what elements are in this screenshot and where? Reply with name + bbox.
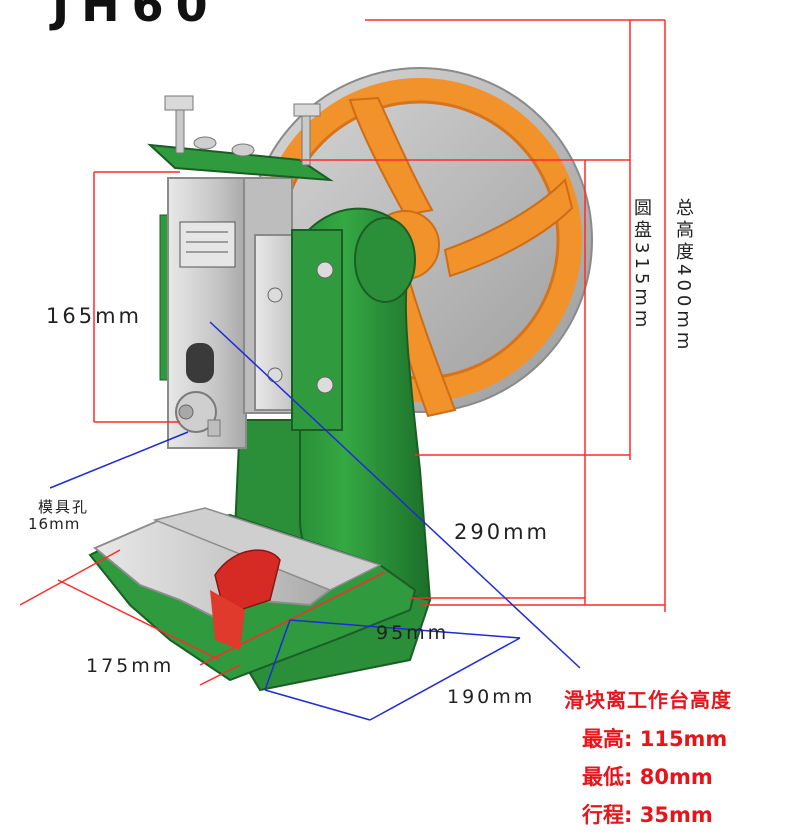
dimension-lines-blue xyxy=(49,321,581,721)
model-title: JH60 xyxy=(52,0,220,32)
dimension-190mm: 190mm xyxy=(447,686,536,708)
punch-press-photo xyxy=(19,19,666,721)
spec-min-label: 最低: xyxy=(582,765,633,789)
mold-hole-label: 模具孔 xyxy=(38,498,90,516)
spec-stroke-value: 35mm xyxy=(639,803,713,827)
spec-max-row: 最高: 115mm xyxy=(582,723,732,753)
dimension-165mm: 165mm xyxy=(46,304,142,328)
machine-base xyxy=(88,507,417,682)
spec-stroke-row: 行程: 35mm xyxy=(582,799,732,829)
spec-max-label: 最高: xyxy=(582,727,633,751)
top-plate xyxy=(147,95,334,182)
ram-assembly xyxy=(159,177,343,449)
spec-max-value: 115mm xyxy=(639,727,728,751)
disc-diameter-label: 圆盘315mm xyxy=(631,198,652,332)
specs-title: 滑块离工作台高度 xyxy=(564,688,732,712)
spec-min-value: 80mm xyxy=(639,765,713,789)
slider-height-specs: 滑块离工作台高度 最高: 115mm 最低: 80mm 行程: 35mm xyxy=(556,684,732,837)
mold-hole-value: 16mm xyxy=(28,515,81,533)
dimension-lines-red xyxy=(19,19,666,686)
dimension-175mm: 175mm xyxy=(86,655,175,677)
total-height-label: 总高度400mm xyxy=(673,198,694,354)
spec-min-row: 最低: 80mm xyxy=(582,761,732,791)
dimension-95mm: 95mm xyxy=(376,622,450,644)
dimension-290mm: 290mm xyxy=(454,520,550,544)
spec-stroke-label: 行程: xyxy=(582,803,633,827)
